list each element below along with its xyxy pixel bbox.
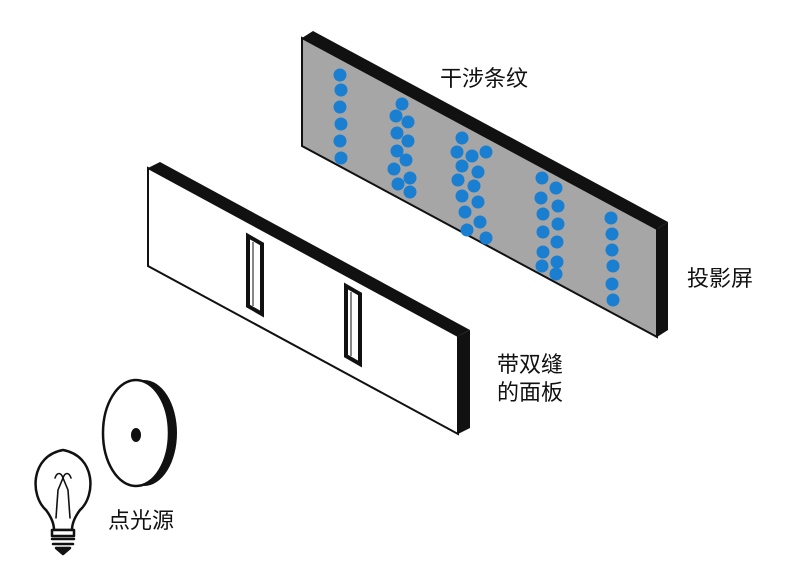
- fringe-dot: [535, 171, 549, 185]
- fringe-dot: [455, 159, 469, 173]
- fringe-dot: [403, 171, 417, 185]
- fringe-dot: [471, 195, 485, 209]
- fringe-dot: [333, 100, 347, 114]
- fringe-dot: [395, 97, 409, 111]
- fringe-dot: [473, 215, 487, 229]
- fringe-dot: [334, 151, 348, 165]
- slit-left: [246, 232, 264, 318]
- point-light-source-label: 点光源: [108, 509, 175, 534]
- fringe-dot: [606, 259, 620, 273]
- fringe-dot: [536, 207, 550, 221]
- double-slit-panel-label-line-2: 的面板: [497, 380, 564, 406]
- fringe-dot: [333, 134, 347, 148]
- fringe-dot: [550, 255, 564, 269]
- fringe-dot: [550, 235, 564, 249]
- fringe-dot: [455, 189, 469, 203]
- double-slit-panel-label-line-1: 带双缝: [497, 353, 564, 378]
- fringe-dot: [450, 145, 464, 159]
- fringe-dot: [551, 217, 565, 231]
- light-bulb-icon: [34, 448, 92, 556]
- fringe-dot: [458, 205, 472, 219]
- fringe-dot: [333, 68, 347, 82]
- projection-screen-side-edge: [657, 222, 668, 337]
- fringe-dot: [479, 145, 493, 159]
- fringe-dot: [604, 211, 618, 225]
- projection-screen-label: 投影屏: [687, 267, 754, 292]
- fringe-dot: [534, 191, 548, 205]
- interference-fringes-label: 干涉条纹: [440, 67, 529, 92]
- fringe-dot: [549, 181, 563, 195]
- fringe-dot: [401, 115, 415, 129]
- fringe-dot: [479, 231, 493, 245]
- fringe-dot: [535, 259, 549, 273]
- fringe-dot: [605, 277, 619, 291]
- fringe-dot: [389, 109, 403, 123]
- fringe-dot: [455, 131, 469, 145]
- projection-screen-top-edge: [302, 31, 668, 229]
- fringe-dot: [551, 199, 565, 213]
- fringe-dot: [451, 173, 465, 187]
- fringe-dot: [460, 223, 474, 237]
- fringe-dot: [536, 225, 550, 239]
- fringe-dot: [467, 179, 481, 193]
- panel-top-edge: [148, 162, 470, 336]
- pinhole: [131, 428, 141, 442]
- fringe-dot: [403, 185, 417, 199]
- fringe-dot: [465, 149, 479, 163]
- double-slit-panel: [147, 162, 470, 436]
- fringe-dot: [471, 165, 485, 179]
- interference-fringes: [333, 68, 620, 307]
- fringe-dot: [605, 243, 619, 257]
- pinhole-disc-icon: [101, 378, 177, 488]
- projection-screen: [301, 31, 668, 339]
- panel-face: [147, 166, 459, 436]
- slit-right: [344, 282, 362, 368]
- fringe-dot: [536, 245, 550, 259]
- fringe-dot: [606, 293, 620, 307]
- fringe-dot: [334, 83, 348, 97]
- panel-side-edge: [458, 330, 470, 434]
- double-slit-panel-label: 带双缝 的面板: [497, 352, 563, 407]
- fringe-dot: [390, 144, 404, 158]
- fringe-dot: [334, 117, 348, 131]
- fringe-dot: [549, 267, 563, 281]
- fringe-dot: [605, 227, 619, 241]
- fringe-dot: [399, 153, 413, 167]
- fringe-dot: [391, 177, 405, 191]
- fringe-dot: [390, 126, 404, 140]
- fringe-dot: [387, 162, 401, 176]
- fringe-dot: [401, 134, 415, 148]
